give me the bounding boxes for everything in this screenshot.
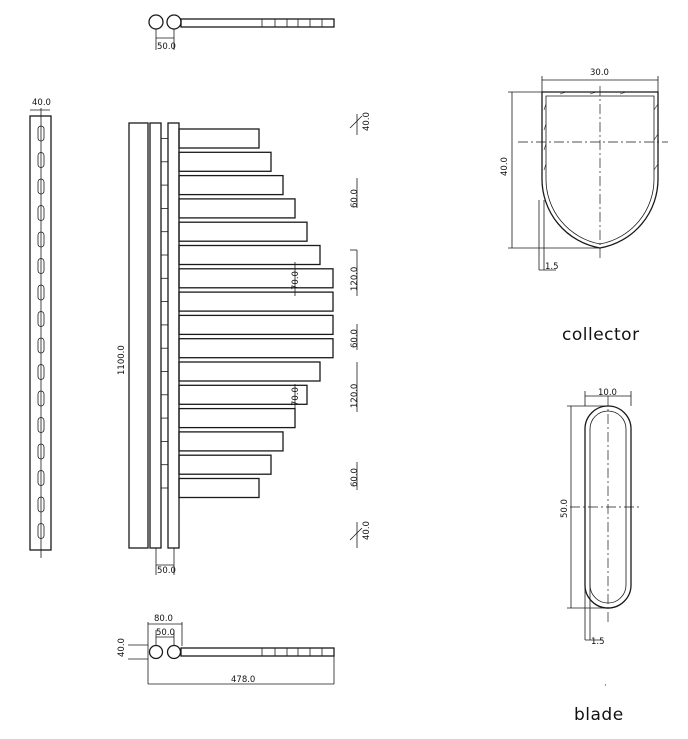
blade-gap-b-label: 70.0 — [291, 387, 301, 406]
front-blade — [178, 314, 334, 336]
bottom-inner-label: 50.0 — [156, 628, 175, 638]
front-collector-ticks — [161, 138, 168, 489]
side-blade-slot — [37, 125, 45, 142]
blade-pitch-d-label: 120.0 — [350, 384, 360, 408]
side-blade-slot — [37, 178, 45, 195]
bottom-collector-right — [166, 644, 182, 660]
top-view-collector-right — [166, 14, 182, 30]
collector-wall-label: 1.5 — [545, 262, 559, 272]
front-blade — [178, 174, 284, 196]
front-blade — [178, 407, 296, 429]
blade-width-label: 10.0 — [598, 388, 617, 398]
front-blade — [178, 361, 321, 382]
front-view: 1100.0 50.0 40.0 60.0 70.0 120.0 60.0 70… — [117, 112, 372, 576]
top-view-spacing-label: 50.0 — [157, 42, 176, 52]
bottom-depth-label: 40.0 — [117, 638, 127, 657]
front-blade — [178, 384, 308, 405]
side-collector — [29, 115, 52, 551]
height-total-label: 1100.0 — [117, 345, 127, 375]
pitch-dimension-lines — [294, 114, 363, 548]
blade-pitch-b-label: 120.0 — [350, 267, 360, 291]
blade-section: 10.0 50.0 1.5 · blade — [560, 388, 640, 725]
collector-outer-profile — [541, 91, 659, 249]
front-blade — [178, 128, 260, 149]
collector-section: 30.0 40.0 1.5 collector — [500, 68, 668, 345]
side-width-label: 40.0 — [32, 98, 51, 108]
front-blade — [178, 151, 272, 172]
front-collector-left — [149, 122, 162, 549]
top-view: 50.0 — [148, 14, 335, 52]
front-blade — [178, 221, 308, 242]
front-blade — [178, 291, 334, 312]
side-blade-slot — [37, 284, 45, 301]
front-blade — [178, 431, 284, 452]
front-blades — [178, 128, 334, 499]
collector-caption: collector — [562, 325, 640, 345]
bottom-length-label: 478.0 — [231, 675, 255, 685]
blade-wall-label: 1.5 — [591, 637, 605, 647]
blade-caption: blade — [574, 705, 624, 725]
blade-gap-a-label: 70.0 — [291, 271, 301, 290]
top-view-blade-steps — [261, 19, 323, 27]
blade-top-label: 40.0 — [362, 112, 372, 131]
side-blade-slot — [37, 390, 45, 407]
top-view-blade — [180, 18, 335, 28]
front-blade — [178, 244, 321, 266]
front-blade — [178, 198, 296, 219]
side-blade-slot — [37, 231, 45, 248]
svg-text:·: · — [604, 681, 607, 691]
blade-pitch-e-label: 60.0 — [350, 468, 360, 487]
side-blade-slot — [37, 496, 45, 513]
bottom-outer-label: 80.0 — [154, 614, 173, 624]
blade-bottom-label: 40.0 — [362, 521, 372, 540]
front-blade — [178, 338, 334, 359]
side-blade-slot — [37, 152, 45, 168]
bottom-view-blade — [180, 647, 335, 657]
front-back-panel — [128, 122, 149, 549]
front-base-spacing-label: 50.0 — [157, 566, 176, 576]
bottom-collector-left — [148, 644, 164, 660]
side-view: 40.0 — [29, 98, 52, 558]
side-blade-slot — [37, 205, 45, 221]
collector-width-label: 30.0 — [590, 68, 609, 78]
side-blade-slot — [37, 337, 45, 354]
side-blade-slot — [37, 443, 45, 460]
side-blade-slot — [37, 364, 45, 380]
side-blade-slot — [37, 258, 45, 274]
front-collector-right — [167, 122, 180, 549]
collector-height-label: 40.0 — [500, 157, 510, 176]
blade-pitch-c-label: 60.0 — [350, 329, 360, 348]
front-blade — [178, 268, 334, 289]
collector-wall-hatch — [543, 91, 659, 171]
side-blade-slot — [37, 417, 45, 433]
side-blade-slot — [37, 523, 45, 539]
side-blade-slot — [37, 470, 45, 486]
blade-height-label: 50.0 — [560, 499, 570, 518]
front-blade — [178, 454, 272, 475]
front-blade — [178, 477, 260, 499]
side-blade-slots — [37, 125, 45, 539]
blade-pitch-a-label: 60.0 — [350, 189, 360, 208]
bottom-view: 80.0 50.0 40.0 478.0 — [117, 614, 335, 685]
bottom-view-blade-steps — [261, 648, 323, 656]
top-view-collector-left — [148, 14, 164, 30]
side-blade-slot — [37, 311, 45, 327]
